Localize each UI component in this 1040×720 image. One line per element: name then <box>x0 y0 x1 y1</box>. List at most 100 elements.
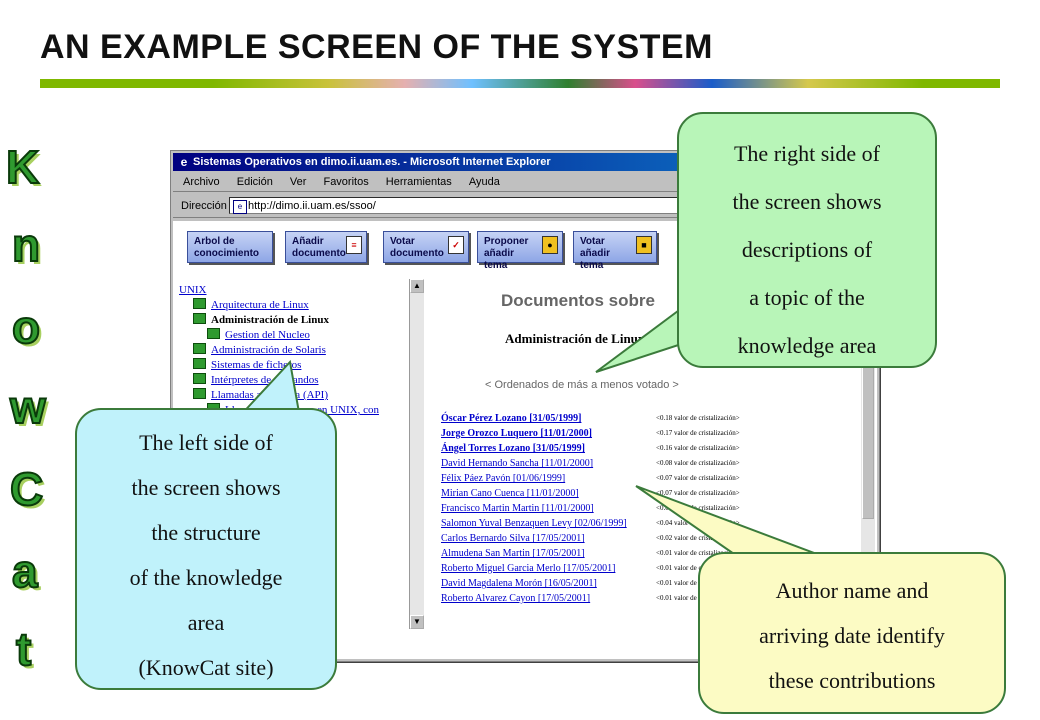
slide-title: AN EXAMPLE SCREEN OF THE SYSTEM <box>40 28 713 66</box>
scroll-up-icon[interactable]: ▲ <box>410 279 424 293</box>
callout-line: The right side of <box>733 141 881 166</box>
add-document-label: Añadir documento <box>292 236 346 259</box>
author-link[interactable]: Carlos Bernardo Silva [17/05/2001] <box>441 533 585 544</box>
menu-item-edicion[interactable]: Edición <box>236 176 273 188</box>
menu-item-archivo[interactable]: Archivo <box>183 176 220 188</box>
propose-topic-label: Proponer añadir tema <box>484 236 529 271</box>
document-icon: ≡ <box>346 236 362 254</box>
menu-item-herramientas[interactable]: Herramientas <box>385 176 452 188</box>
callout-line: The left side of <box>139 430 273 455</box>
folder-icon <box>193 343 206 354</box>
author-link[interactable]: Óscar Pérez Lozano [31/05/1999] <box>441 413 582 424</box>
author-row: Jorge Orozco Luquero [11/01/2000] <0.17 v… <box>441 426 740 441</box>
author-callout: Author name and arriving date identify t… <box>698 552 1006 714</box>
right-side-callout: The right side of the screen shows descr… <box>677 112 937 368</box>
tree-item[interactable]: Arquitectura de Linux <box>179 298 379 313</box>
author-link[interactable]: Félix Páez Pavón [01/06/1999] <box>441 473 566 484</box>
page-icon: e <box>233 200 247 214</box>
crystallization-value: <0.07 valor de cristalización> <box>656 474 740 482</box>
vertical-letter: K <box>5 140 40 194</box>
crystallization-value: <0.07 valor de cristalización> <box>656 489 740 497</box>
author-link[interactable]: David Magdalena Morón [16/05/2001] <box>441 578 597 589</box>
vertical-letter: C <box>9 462 44 516</box>
callout-line: the structure <box>151 520 261 545</box>
author-row: Roberto Miguel Garcia Merlo [17/05/2001]… <box>441 561 740 576</box>
author-link[interactable]: Francisco Martin Martin [11/01/2000] <box>441 503 594 514</box>
crystallization-value: <0.01 valor de cristalización> <box>656 594 740 602</box>
callout-line: the screen shows <box>732 189 882 214</box>
vote-document-icon: ✓ <box>448 236 464 254</box>
menu-item-ver[interactable]: Ver <box>289 176 307 188</box>
crystallization-value: <0.18 valor de cristalización> <box>656 414 740 422</box>
callout-line: the screen shows <box>131 475 281 500</box>
callout-line: of the knowledge <box>129 565 283 590</box>
vote-topic-button[interactable]: Votar añadir tema ■ <box>573 231 657 271</box>
tree-root[interactable]: UNIX <box>179 284 207 296</box>
tree-scrollbar[interactable]: ▲ ▼ <box>409 279 424 629</box>
folder-icon <box>193 388 206 399</box>
left-side-callout: The left side of the screen shows the st… <box>75 408 337 690</box>
crystallization-value: <0.16 valor de cristalización> <box>656 444 740 452</box>
callout-line: these contributions <box>768 668 936 693</box>
vertical-letter: a <box>11 544 39 598</box>
author-link[interactable]: Mirian Cano Cuenca [11/01/2000] <box>441 488 579 499</box>
callout-line: (KnowCat site) <box>138 655 274 680</box>
author-row: Francisco Martin Martin [11/01/2000] <0.0… <box>441 501 740 516</box>
tree-item[interactable]: Sistemas de ficheros <box>179 358 379 373</box>
menu-item-ayuda[interactable]: Ayuda <box>468 176 500 188</box>
crystallization-value: <0.01 valor de cristalización> <box>656 579 740 587</box>
callout-line: arriving date identify <box>759 623 945 648</box>
callout-line: area <box>187 610 225 635</box>
callout-line: Author name and <box>775 578 929 603</box>
tree-item[interactable]: Gestion del Nucleo <box>179 328 379 343</box>
callout-line: a topic of the <box>749 285 865 310</box>
vote-document-button[interactable]: Votar documento ✓ <box>383 231 469 263</box>
crystallization-value: <0.01 valor de cristalización> <box>656 564 740 572</box>
author-row: Ángel Torres Lozano [31/05/1999] <0.16 va… <box>441 441 740 456</box>
author-link[interactable]: Roberto Miguel Garcia Merlo [17/05/2001] <box>441 563 616 574</box>
author-link[interactable]: Salomon Yuval Benzaquen Levy [02/06/1999… <box>441 518 627 529</box>
crystallization-value: <0.17 valor de cristalización> <box>656 429 740 437</box>
tree-item-label: Gestion del Nucleo <box>225 329 310 341</box>
scroll-down-icon[interactable]: ▼ <box>410 615 424 629</box>
internet-explorer-icon: e <box>180 155 188 169</box>
author-row: Mirian Cano Cuenca [11/01/2000] <0.07 val… <box>441 486 740 501</box>
author-row: Carlos Bernardo Silva [17/05/2001] <0.02 … <box>441 531 740 546</box>
tree-item[interactable]: Administración de Solaris <box>179 343 379 358</box>
address-url: http://dimo.ii.uam.es/ssoo/ <box>248 200 376 212</box>
tree-item-label: Arquitectura de Linux <box>211 299 309 311</box>
window-title: Sistemas Operativos en dimo.ii.uam.es. -… <box>193 156 551 168</box>
folder-icon <box>193 373 206 384</box>
vertical-letter: w <box>9 380 47 434</box>
vertical-letter: n <box>11 218 41 272</box>
crystallization-value: <0.02 valor de cristalización> <box>656 534 740 542</box>
folder-icon: ■ <box>636 236 652 254</box>
tree-item-selected[interactable]: Administración de Linux <box>179 313 379 328</box>
crystallization-value: <0.06 valor de cristalización> <box>656 504 740 512</box>
vertical-letter: o <box>11 300 41 354</box>
add-document-button[interactable]: Añadir documento ≡ <box>285 231 367 263</box>
menu-bar: Archivo Edición Ver Favoritos Herramient… <box>173 173 877 192</box>
callout-line: knowledge area <box>737 333 877 358</box>
menu-item-favoritos[interactable]: Favoritos <box>323 176 369 188</box>
author-link[interactable]: Almudena San Martin [17/05/2001] <box>441 548 585 559</box>
topic-subheading: Administración de Linux <box>505 331 645 346</box>
author-row: Roberto Alvarez Cayon [17/05/2001] <0.01 … <box>441 591 740 606</box>
author-link[interactable]: Ángel Torres Lozano [31/05/1999] <box>441 443 585 454</box>
tree-button[interactable]: Arbol de conocimiento <box>187 231 273 263</box>
author-row: Almudena San Martin [17/05/2001]<0.01 va… <box>441 546 740 561</box>
author-link[interactable]: Roberto Alvarez Cayon [17/05/2001] <box>441 593 591 604</box>
folder-icon <box>193 358 206 369</box>
order-note: < Ordenados de más a menos votado > <box>485 379 679 391</box>
title-underline <box>40 79 1000 88</box>
author-link[interactable]: Jorge Orozco Luquero [11/01/2000] <box>441 428 593 439</box>
vertical-letter: t <box>15 622 32 676</box>
lightbulb-icon: ● <box>542 236 558 254</box>
callout-line: descriptions of <box>741 237 873 262</box>
folder-icon <box>193 298 206 309</box>
author-link[interactable]: David Hernando Sancha [11/01/2000] <box>441 458 594 469</box>
author-row: Óscar Pérez Lozano [31/05/1999] <0.18 val… <box>441 411 740 426</box>
folder-icon <box>207 328 220 339</box>
propose-topic-button[interactable]: Proponer añadir tema ● <box>477 231 563 271</box>
tree-button-label: Arbol de conocimiento <box>194 236 260 259</box>
